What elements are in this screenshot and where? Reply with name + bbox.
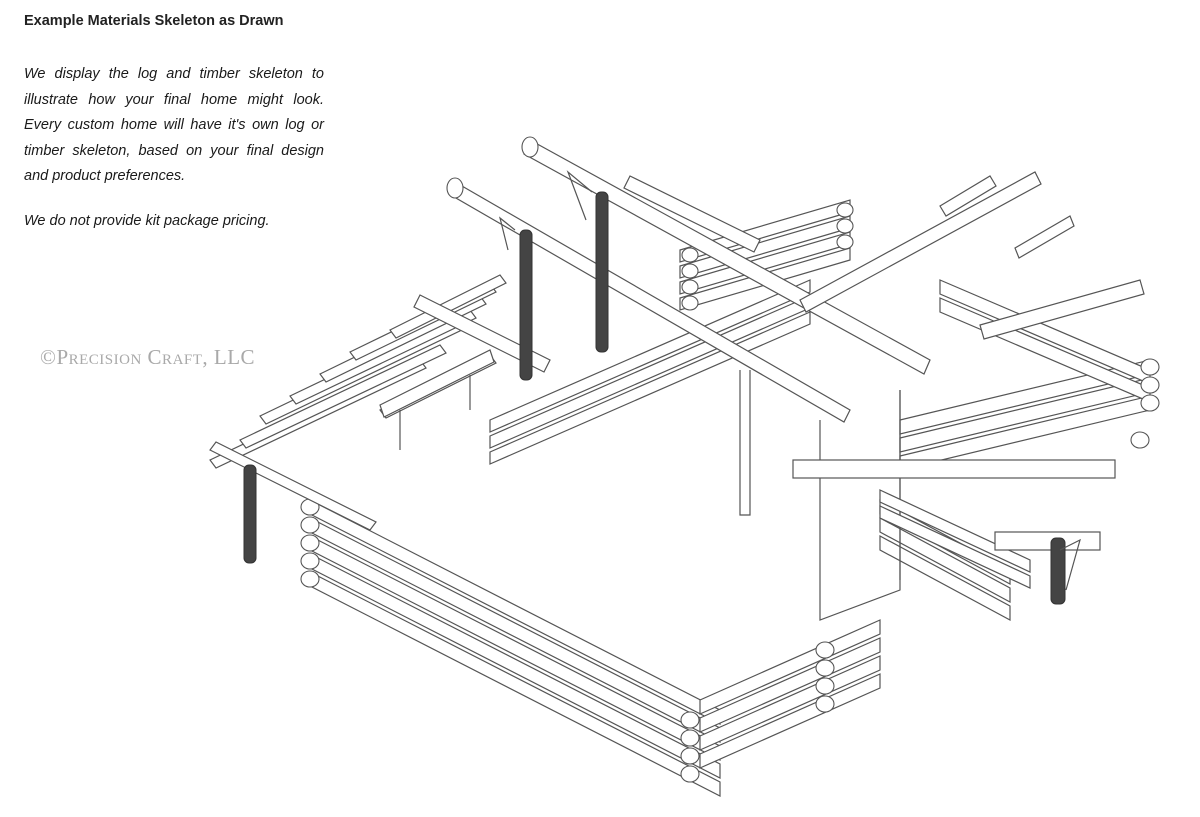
description-line: illustrate how your final home might loo… [24,91,324,108]
section-heading: Example Materials Skeleton as Drawn [24,13,284,29]
description-line: timber skeleton, based on your final des… [24,142,324,159]
roof-beams [379,136,1145,423]
description-line: and product preferences. [24,168,186,184]
timber-beams [739,370,1116,551]
description-line: Every custom home will have it's own log… [24,117,324,133]
front-left-wall [300,498,721,797]
posts [243,191,1066,605]
pricing-note: We do not provide kit package pricing. [24,213,270,229]
log-skeleton-drawing [209,136,1160,797]
partition-walls [819,390,1031,621]
knee-braces [498,170,1081,591]
description-line: We display the log and timber skeleton t… [24,66,324,82]
description-paragraph: We display the log and timber skeleton t… [24,62,324,190]
front-right-wall [699,619,881,769]
copyright-watermark: ©Precision Craft, LLC [40,345,256,369]
right-wing-walls [879,279,1160,622]
porch-joists [209,274,507,531]
